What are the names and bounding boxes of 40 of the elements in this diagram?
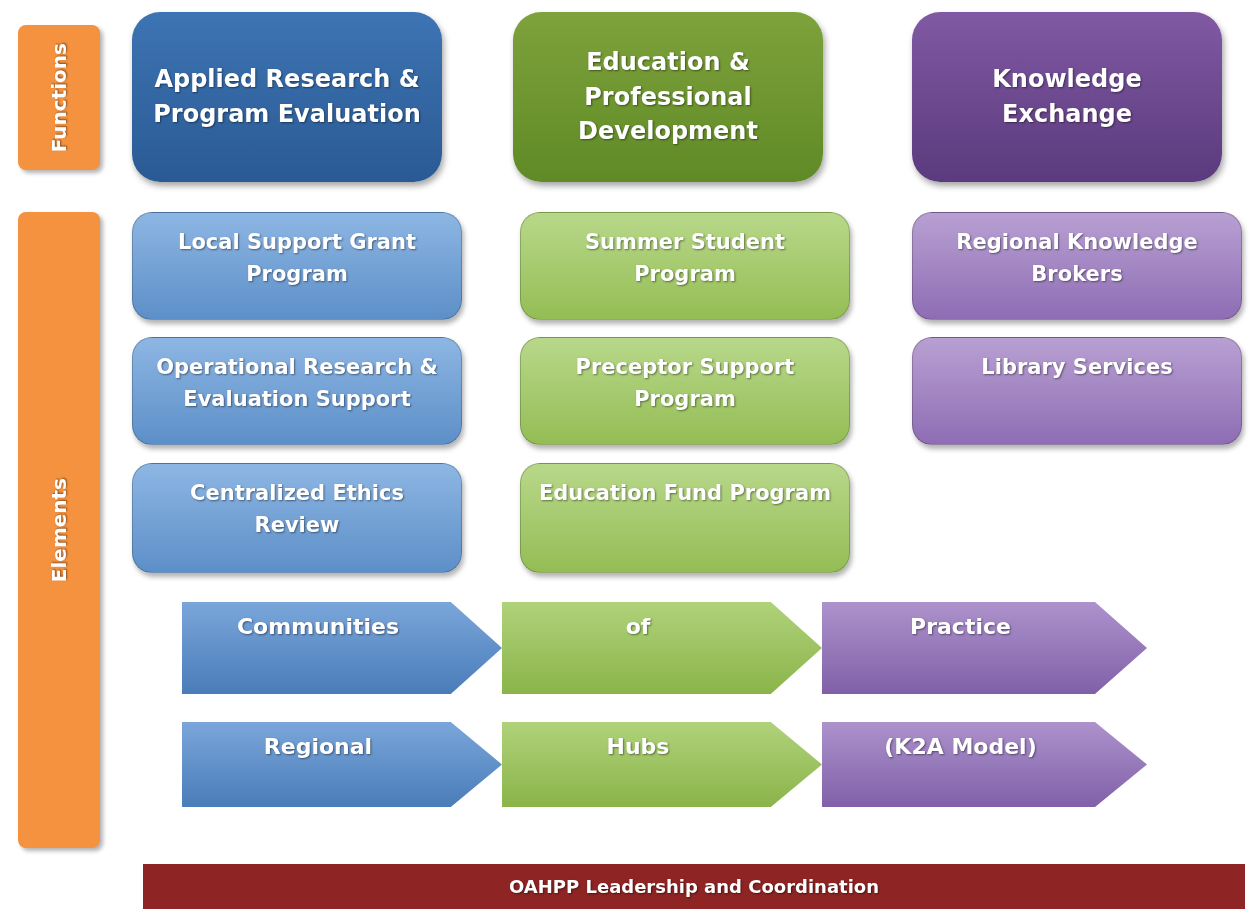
node-label: Applied Research & Program Evaluation [152, 64, 422, 130]
node-label: OAHPP Leadership and Coordination [509, 876, 879, 897]
node-label: Regional Knowledge Brokers [955, 229, 1199, 288]
side-band [18, 212, 100, 848]
chevron-shape [502, 722, 822, 807]
node-label: Local Support Grant Program [177, 229, 417, 288]
element-box [520, 212, 850, 320]
element-box [912, 212, 1242, 320]
element-box [520, 337, 850, 445]
element-box [520, 463, 850, 573]
node-label: Practice [910, 614, 1011, 639]
element-box [132, 337, 462, 445]
node-label: Regional [263, 734, 373, 759]
chevron-shape [182, 602, 502, 694]
element-box [132, 212, 462, 320]
node-label: Centralized Ethics Review [189, 480, 405, 539]
node-label: Communities [236, 614, 399, 639]
element-box [912, 337, 1242, 445]
node-label: Education & Professional Development [577, 46, 759, 148]
function-box [912, 12, 1222, 182]
node-label: Knowledge Exchange [991, 64, 1143, 130]
function-box [132, 12, 442, 182]
function-box [513, 12, 823, 182]
footer-bar [143, 864, 1245, 909]
node-label: (K2A Model) [884, 734, 1037, 759]
chevron-shape [182, 722, 502, 807]
node-label: Operational Research & Evaluation Support [155, 354, 439, 413]
chevron-shape [502, 602, 822, 694]
chevron-shape [822, 602, 1147, 694]
element-box [132, 463, 462, 573]
band-label: Elements [47, 477, 71, 583]
node-label: Hubs [606, 734, 670, 759]
node-label: of [625, 614, 651, 639]
node-label: Summer Student Program [583, 229, 787, 288]
band-label: Functions [47, 42, 71, 153]
node-label: Education Fund Program [539, 480, 831, 507]
node-label: Preceptor Support Program [574, 354, 796, 413]
side-band [18, 25, 100, 170]
chevron-shape [822, 722, 1147, 807]
node-label: Library Services [981, 354, 1173, 381]
